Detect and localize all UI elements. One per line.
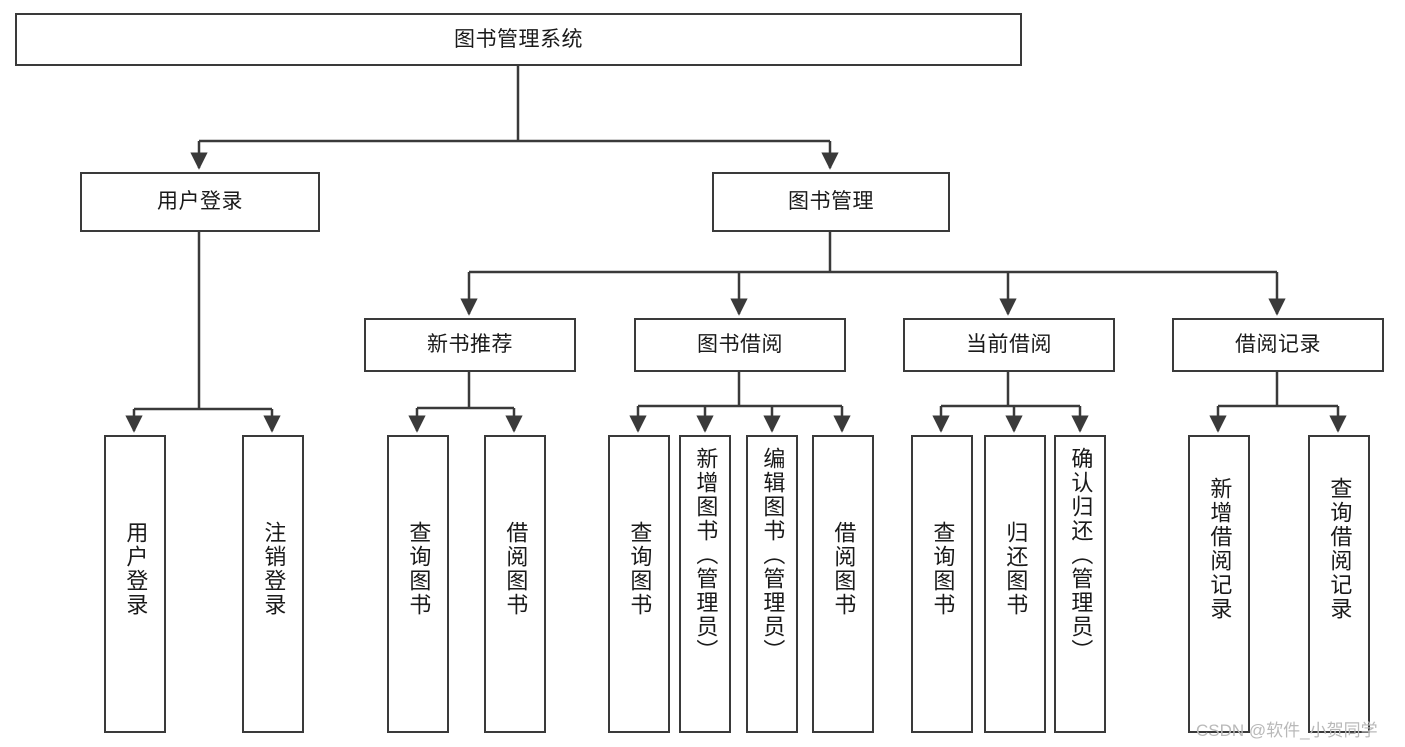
node-leaf-add-book-label: 新增图书（管理员） bbox=[693, 447, 719, 663]
node-leaf-user-login[interactable]: 用户登录 bbox=[104, 435, 166, 733]
node-book-borrow-label: 图书借阅 bbox=[697, 333, 783, 357]
node-leaf-edit-book[interactable]: 编辑图书（管理员） bbox=[746, 435, 798, 733]
node-leaf-borrow-book-rec[interactable]: 借阅图书 bbox=[484, 435, 546, 733]
node-root-label: 图书管理系统 bbox=[454, 27, 583, 51]
node-borrow-record-label: 借阅记录 bbox=[1235, 333, 1321, 357]
node-leaf-query-record-label: 查询借阅记录 bbox=[1327, 477, 1353, 621]
node-user-login-label: 用户登录 bbox=[157, 190, 243, 214]
node-leaf-query-book-rec-label: 查询图书 bbox=[406, 521, 432, 617]
node-leaf-query-book-c[interactable]: 查询图书 bbox=[911, 435, 973, 733]
node-leaf-query-book-rec[interactable]: 查询图书 bbox=[387, 435, 449, 733]
node-leaf-query-book-b[interactable]: 查询图书 bbox=[608, 435, 670, 733]
node-leaf-user-login-label: 用户登录 bbox=[123, 521, 149, 617]
node-leaf-add-book[interactable]: 新增图书（管理员） bbox=[679, 435, 731, 733]
node-leaf-query-record[interactable]: 查询借阅记录 bbox=[1308, 435, 1370, 733]
node-leaf-add-record[interactable]: 新增借阅记录 bbox=[1188, 435, 1250, 733]
node-user-login[interactable]: 用户登录 bbox=[80, 172, 320, 232]
node-leaf-return-book-label: 归还图书 bbox=[1003, 521, 1029, 617]
node-book-manage-label: 图书管理 bbox=[788, 190, 874, 214]
node-leaf-edit-book-label: 编辑图书（管理员） bbox=[760, 447, 786, 663]
node-book-manage[interactable]: 图书管理 bbox=[712, 172, 950, 232]
node-leaf-borrow-book-b-label: 借阅图书 bbox=[831, 521, 857, 617]
node-leaf-query-book-b-label: 查询图书 bbox=[627, 521, 653, 617]
node-root[interactable]: 图书管理系统 bbox=[15, 13, 1022, 66]
csdn-watermark: CSDN @软件_小贺同学 bbox=[1196, 721, 1378, 740]
node-book-borrow[interactable]: 图书借阅 bbox=[634, 318, 846, 372]
node-leaf-logout[interactable]: 注销登录 bbox=[242, 435, 304, 733]
node-leaf-return-book[interactable]: 归还图书 bbox=[984, 435, 1046, 733]
node-current-borrow-label: 当前借阅 bbox=[966, 333, 1052, 357]
node-leaf-logout-label: 注销登录 bbox=[261, 521, 287, 617]
node-new-book-rec[interactable]: 新书推荐 bbox=[364, 318, 576, 372]
node-borrow-record[interactable]: 借阅记录 bbox=[1172, 318, 1384, 372]
node-leaf-add-record-label: 新增借阅记录 bbox=[1207, 477, 1233, 621]
node-leaf-query-book-c-label: 查询图书 bbox=[930, 521, 956, 617]
node-current-borrow[interactable]: 当前借阅 bbox=[903, 318, 1115, 372]
node-new-book-rec-label: 新书推荐 bbox=[427, 333, 513, 357]
node-leaf-borrow-book-rec-label: 借阅图书 bbox=[503, 521, 529, 617]
node-leaf-borrow-book-b[interactable]: 借阅图书 bbox=[812, 435, 874, 733]
node-leaf-confirm-return[interactable]: 确认归还（管理员） bbox=[1054, 435, 1106, 733]
node-leaf-confirm-return-label: 确认归还（管理员） bbox=[1068, 447, 1094, 663]
